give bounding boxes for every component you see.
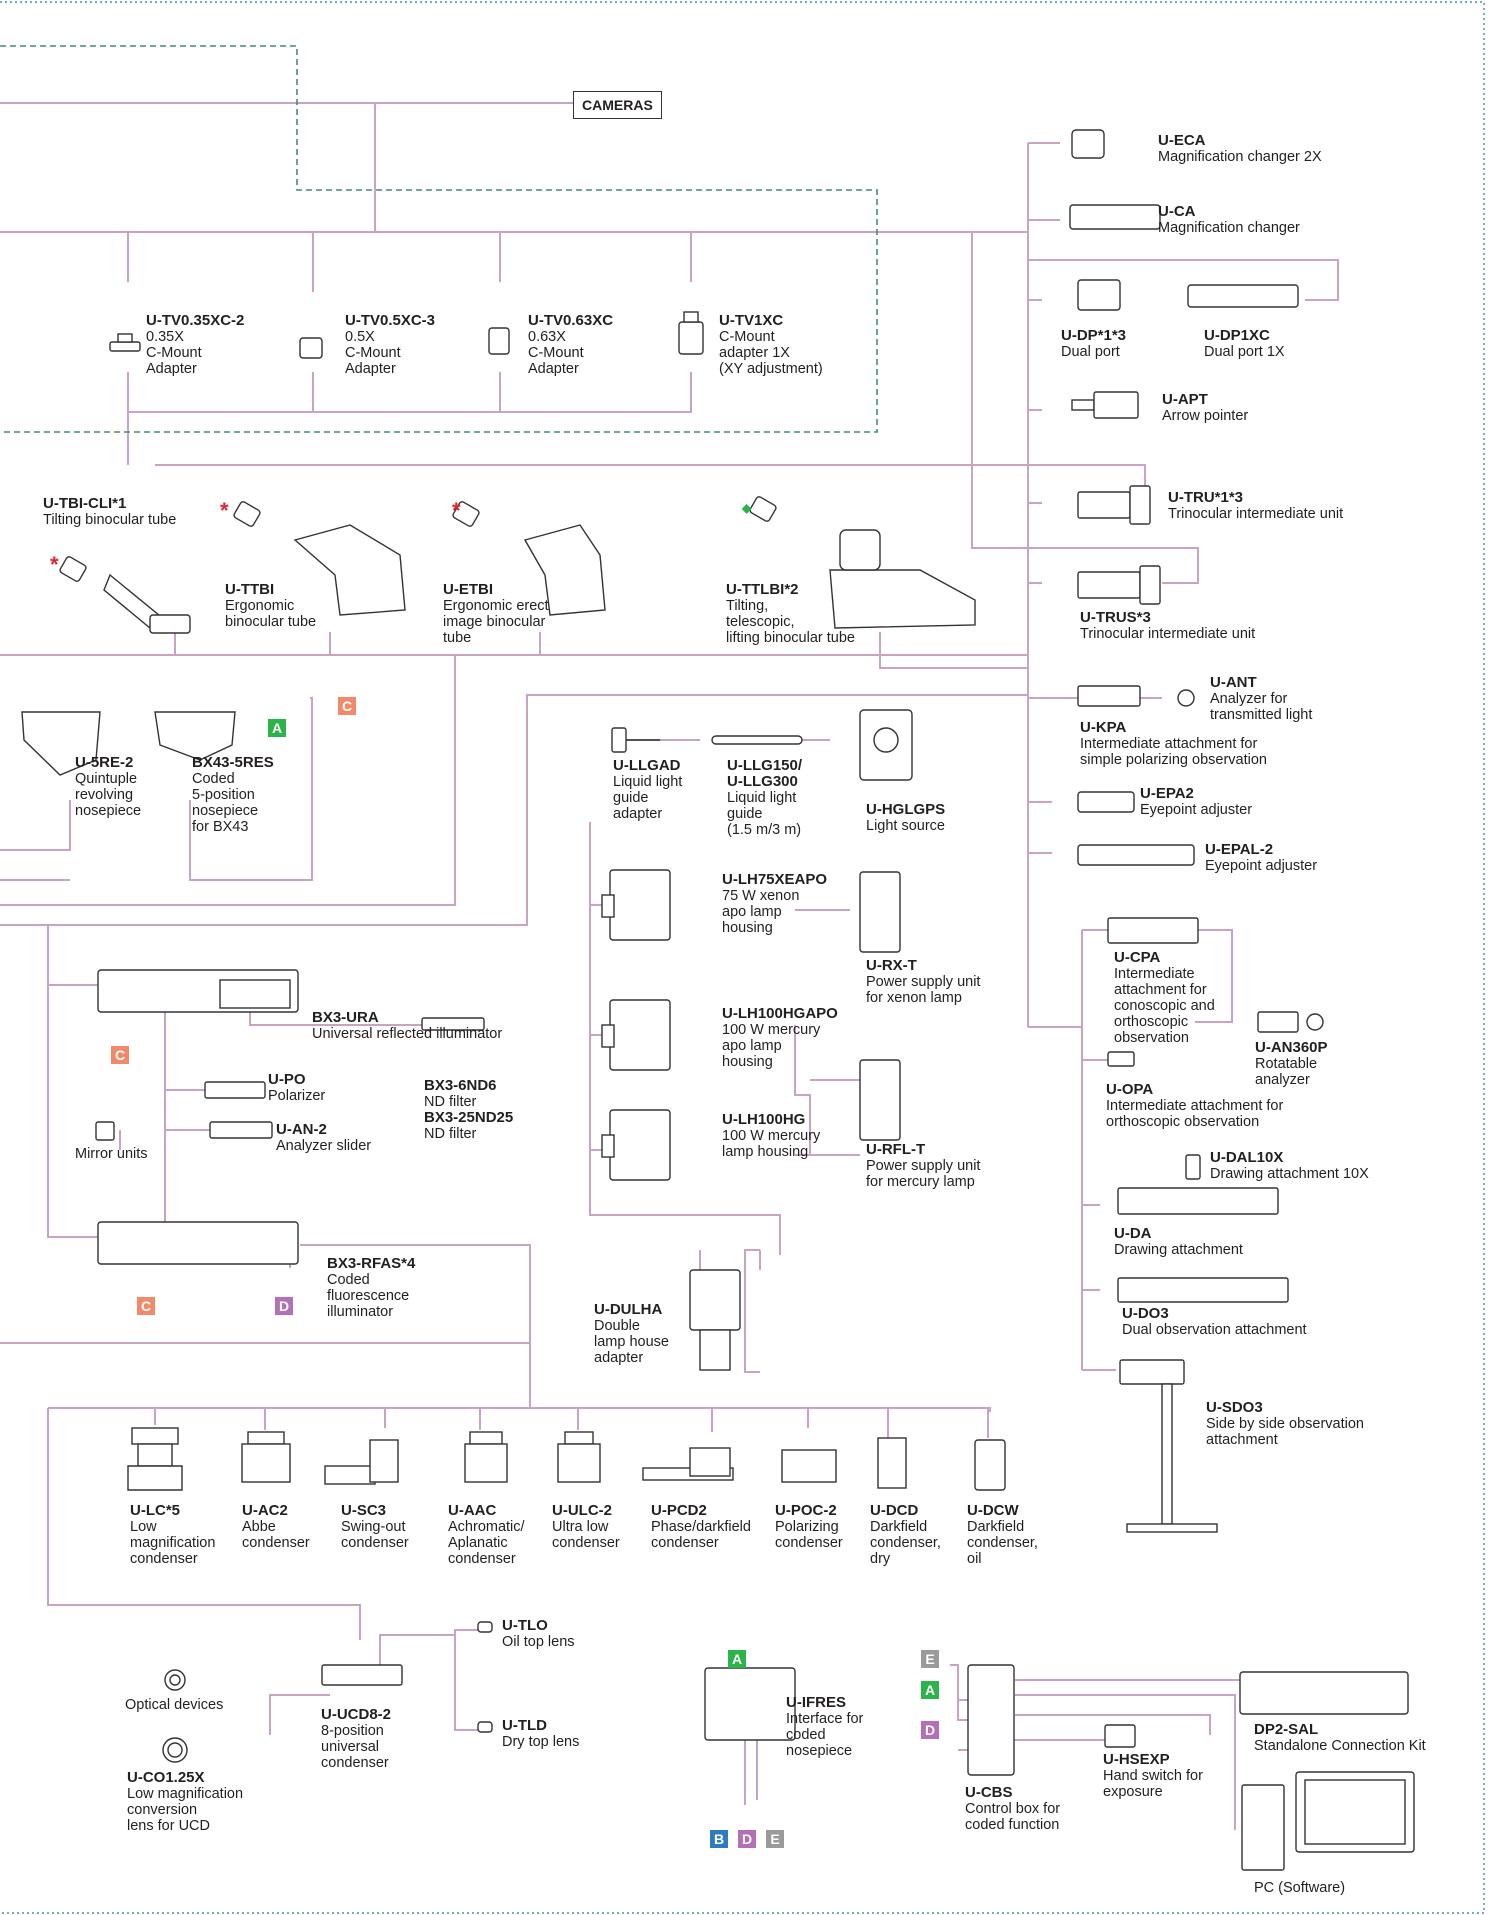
right-column-icons [1069, 129, 1324, 1533]
red-star-mark: * [50, 552, 59, 577]
badge-c: C [111, 1046, 129, 1064]
badge-c: C [137, 1297, 155, 1315]
badge-d: D [921, 1721, 939, 1739]
badge-e: E [921, 1650, 939, 1668]
condenser-icons [127, 1427, 1006, 1763]
light-source-icons [601, 709, 913, 1371]
cameras-box: CAMERAS [573, 91, 662, 119]
badge-e: E [766, 1830, 784, 1848]
red-star-mark: * [452, 498, 461, 523]
green-diamond-mark: ◆ [742, 501, 752, 515]
tube-icons [59, 496, 976, 634]
badge-c: C [338, 697, 356, 715]
pc-software: PC (Software) [1254, 1880, 1346, 1896]
optical-devices: Optical devices [125, 1697, 224, 1713]
badge-b: B [710, 1830, 728, 1848]
badge-a: A [921, 1681, 939, 1699]
badge-d: D [275, 1297, 293, 1315]
control-icons [704, 1664, 1415, 1871]
badge-a: A [268, 719, 286, 737]
illuminator-icons [95, 969, 485, 1265]
mirror-units: Mirror units [75, 1146, 148, 1162]
nosepiece-icons [21, 711, 236, 776]
adapter-icons [109, 311, 704, 359]
red-star-mark: * [220, 498, 229, 523]
badge-a: A [728, 1650, 746, 1668]
badge-d: D [738, 1830, 756, 1848]
